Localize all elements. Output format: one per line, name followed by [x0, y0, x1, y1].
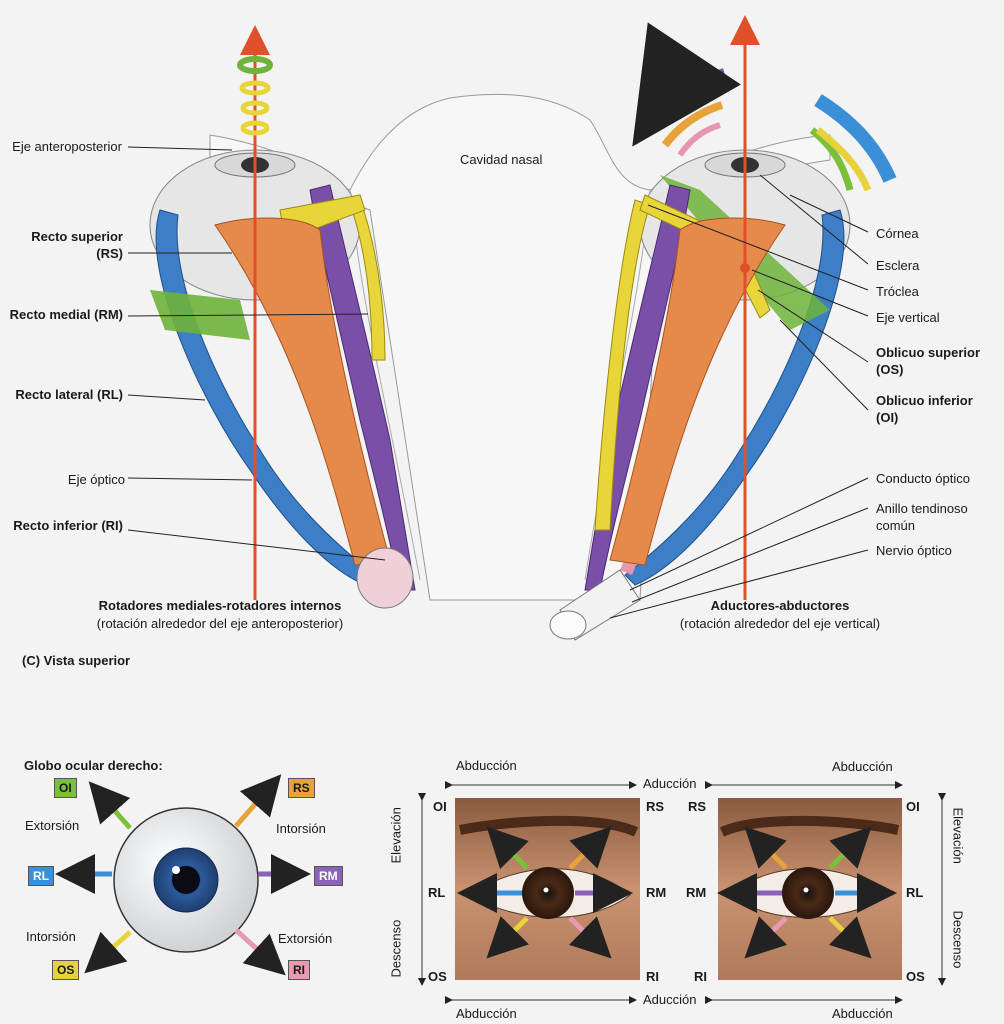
caption-right-title: Aductores-abductores: [650, 597, 910, 614]
label-intorsion-bottom: Intorsión: [26, 928, 76, 945]
label-medial-rectus: Recto medial (RM): [5, 306, 123, 323]
label-descent-right: Descenso: [951, 911, 966, 975]
photo-right: [718, 798, 902, 980]
caption-left-title: Rotadores mediales-rotadores internos: [40, 597, 400, 614]
label-extorsion-bottom: Extorsión: [278, 930, 332, 947]
globe-title: Globo ocular derecho:: [24, 757, 163, 774]
tag-oi: OI: [54, 778, 77, 798]
label-anteroposterior-axis: Eje anteroposterior: [10, 138, 122, 155]
label-descent-left: Descenso: [389, 914, 404, 978]
label-elevation-left: Elevación: [389, 804, 404, 864]
label-inferior-rectus: Recto inferior (RI): [5, 517, 123, 534]
label-lateral-rectus: Recto lateral (RL): [5, 386, 123, 403]
label-abduction-bottom-left: Abducción: [456, 1006, 517, 1021]
tag-rl: RL: [28, 866, 54, 886]
right-eyeball-diagram: [60, 778, 306, 972]
label-optic-axis: Eje óptico: [5, 471, 125, 488]
label-optic-nerve: Nervio óptico: [876, 542, 952, 559]
label-superior-rectus: Recto superior (RS): [5, 228, 123, 262]
tag-rm: RM: [314, 866, 343, 886]
nasal-cavity-label: Cavidad nasal: [460, 151, 542, 168]
photo-left-rs: RS: [646, 798, 664, 815]
label-adduction-top: Aducción: [643, 776, 696, 791]
photo-left-oi: OI: [433, 798, 447, 815]
label-intorsion-top: Intorsión: [276, 820, 326, 837]
label-vertical-axis: Eje vertical: [876, 309, 940, 326]
photo-right-ri: RI: [694, 968, 707, 985]
photo-left-ri: RI: [646, 968, 659, 985]
tag-rs: RS: [288, 778, 315, 798]
photo-left-rl: RL: [428, 884, 445, 901]
label-superior-oblique: Oblicuo superior (OS): [876, 344, 986, 378]
photo-right-rm: RM: [686, 884, 706, 901]
tag-ri: RI: [288, 960, 310, 980]
photo-right-rs: RS: [688, 798, 706, 815]
photo-left-rm: RM: [646, 884, 666, 901]
caption-right-subtitle: (rotación alrededor del eje vertical): [650, 615, 910, 632]
photo-right-os: OS: [906, 968, 925, 985]
label-sclera: Esclera: [876, 257, 919, 274]
photo-left: [455, 798, 640, 980]
label-extorsion-top: Extorsión: [25, 817, 79, 834]
label-abduction-bottom-right: Abducción: [832, 1006, 893, 1021]
photo-left-os: OS: [428, 968, 447, 985]
label-abduction-top-right: Abducción: [832, 759, 893, 774]
caption-left-subtitle: (rotación alrededor del eje anteroposter…: [40, 615, 400, 632]
label-cornea: Córnea: [876, 225, 919, 242]
label-optic-canal: Conducto óptico: [876, 470, 970, 487]
label-common-tendinous-ring: Anillo tendinoso común: [876, 500, 1001, 534]
label-adduction-bottom: Aducción: [643, 992, 696, 1007]
label-abduction-top-left: Abducción: [456, 758, 517, 773]
photo-right-rl: RL: [906, 884, 923, 901]
photo-right-oi: OI: [906, 798, 920, 815]
view-label: (C) Vista superior: [22, 652, 130, 669]
label-inferior-oblique: Oblicuo inferior (OI): [876, 392, 986, 426]
label-trochlea: Tróclea: [876, 283, 919, 300]
label-elevation-right: Elevación: [951, 808, 966, 868]
left-eye-superior-view: [150, 40, 415, 608]
tag-os: OS: [52, 960, 79, 980]
